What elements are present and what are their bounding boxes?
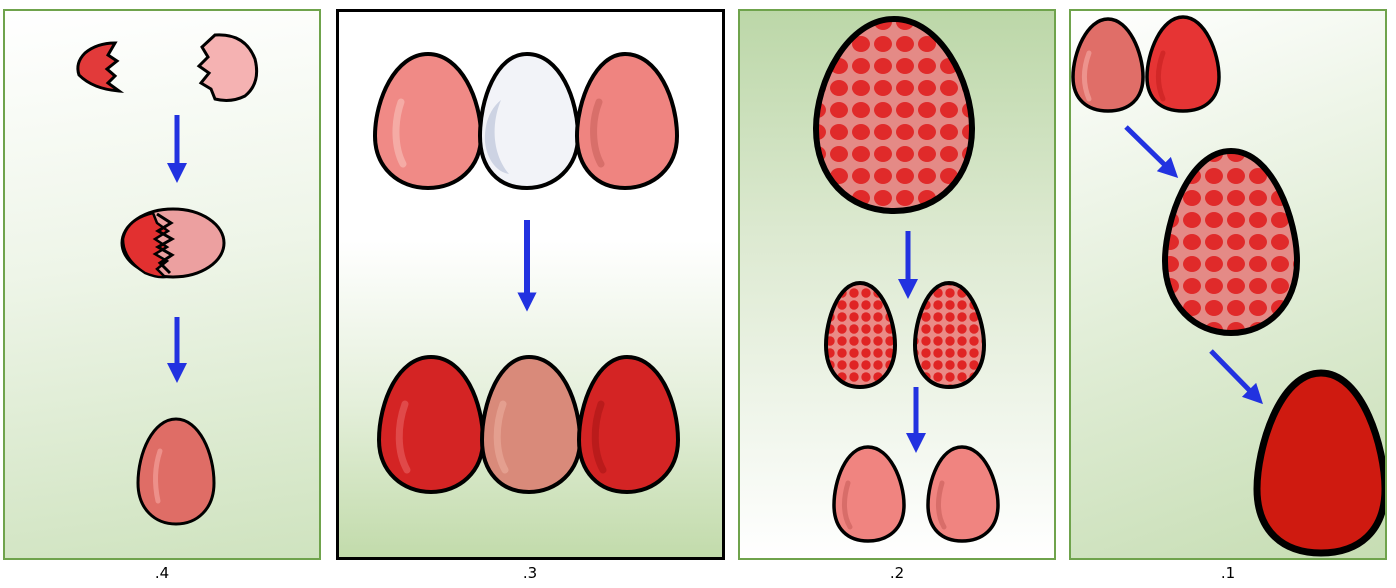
dotted-egg-icon [1161,147,1301,337]
cracked-egg-right-shell-icon [196,33,259,102]
egg-icon [574,51,680,191]
dotted-egg-icon [812,15,976,215]
egg-icon [372,51,484,191]
panel-2 [738,9,1056,560]
panel-4 [3,9,321,560]
caption-panel-1: .1 [1220,564,1236,582]
caption-panel-4: .4 [154,564,170,582]
egg-icon [1145,15,1221,113]
egg-icon [136,417,216,526]
dotted-egg-icon [912,280,987,390]
arrow-diagonal-icon [1124,125,1179,178]
caption-panel-3: .3 [522,564,538,582]
egg-icon [926,445,1000,543]
cracked-egg-left-shell-icon [76,41,125,93]
egg-icon [479,354,583,495]
egg-icon [832,445,906,543]
cracked-egg-icon [120,207,226,279]
egg-icon [1071,17,1145,113]
caption-panel-2: .2 [889,564,905,582]
egg-icon [376,354,486,495]
panel-3 [336,9,725,560]
egg-icon [1253,369,1385,557]
egg-icon [477,51,581,191]
panel-1 [1069,9,1387,560]
arrow-diagonal-icon [1209,349,1263,405]
dotted-egg-icon [823,280,898,390]
egg-icon [576,354,681,495]
